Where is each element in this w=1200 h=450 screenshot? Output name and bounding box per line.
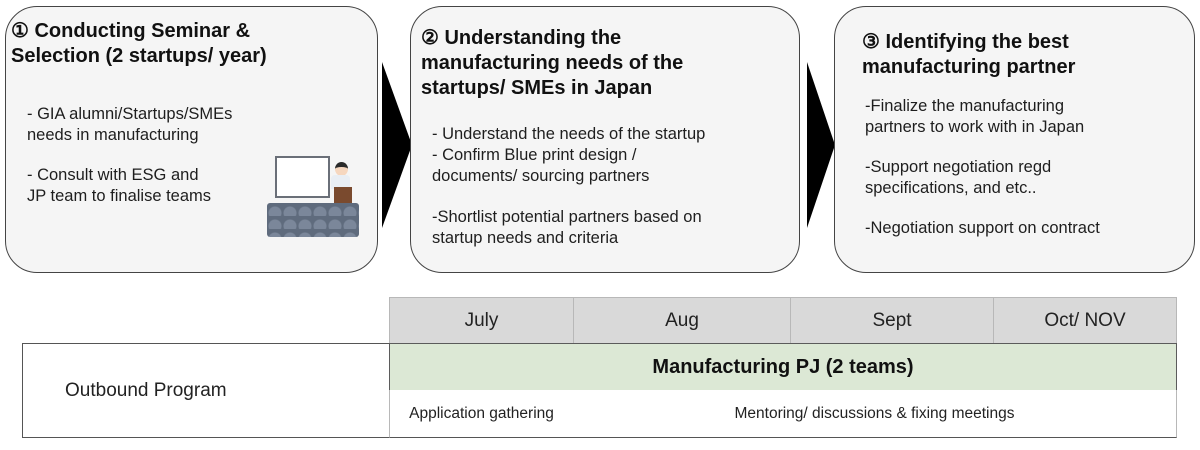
step-3-bullets: -Finalize the manufacturing partners to … — [865, 96, 1190, 239]
month-header-sept: Sept — [790, 297, 994, 344]
step-1-bullet-1: - GIA alumni/Startups/SMEs needs in manu… — [27, 105, 233, 144]
month-header-july: July — [389, 297, 574, 344]
step-1-title-line-2: Selection (2 startups/ year) — [11, 45, 267, 67]
whiteboard-icon — [275, 156, 330, 198]
phase-application-gathering: Application gathering — [389, 390, 574, 438]
step-1-bullet-2: - Consult with ESG and JP team to finali… — [27, 166, 212, 205]
step-2-title-line-2: manufacturing needs of the — [421, 52, 684, 74]
seminar-presentation-icon — [265, 156, 361, 238]
month-header-aug: Aug — [573, 297, 791, 344]
step-3-title-line-1: ③ Identifying the best — [862, 31, 1069, 53]
step-3-bullet-3: -Negotiation support on contract — [865, 219, 1100, 237]
manufacturing-pj-bar: Manufacturing PJ (2 teams) — [389, 343, 1177, 391]
presenter-body-icon — [331, 175, 350, 189]
step-3-bullet-1: -Finalize the manufacturing partners to … — [865, 97, 1085, 136]
arrow-right-icon — [807, 62, 835, 228]
row-label-outbound-program: Outbound Program — [22, 343, 390, 438]
step-3-bullet-2: -Support negotiation regd specifications… — [865, 158, 1052, 197]
step-3-title: ③ Identifying the best manufacturing par… — [862, 30, 1192, 80]
step-2-title: ② Understanding the manufacturing needs … — [421, 26, 791, 101]
step-2-box — [410, 6, 800, 273]
presenter-head-icon — [335, 162, 348, 176]
step-1-title: ① Conducting Seminar & Selection (2 star… — [11, 19, 376, 69]
step-1-bullets: - GIA alumni/Startups/SMEs needs in manu… — [27, 104, 267, 207]
podium-icon — [334, 187, 352, 203]
arrow-right-icon — [382, 62, 412, 228]
step-3-box — [834, 6, 1195, 273]
step-2-bullet-1: - Understand the needs of the startup - … — [432, 125, 706, 185]
step-1-title-line-1: ① Conducting Seminar & — [11, 20, 251, 42]
step-2-title-line-1: ② Understanding the — [421, 27, 622, 49]
step-2-title-line-3: startups/ SMEs in Japan — [421, 77, 653, 99]
step-2-bullet-2: -Shortlist potential partners based on s… — [432, 208, 702, 247]
phase-mentoring: Mentoring/ discussions & fixing meetings — [573, 390, 1177, 438]
audience-icon — [267, 203, 359, 237]
month-header-oct-nov: Oct/ NOV — [993, 297, 1177, 344]
step-2-bullets: - Understand the needs of the startup - … — [432, 124, 797, 249]
step-3-title-line-2: manufacturing partner — [862, 56, 1076, 78]
